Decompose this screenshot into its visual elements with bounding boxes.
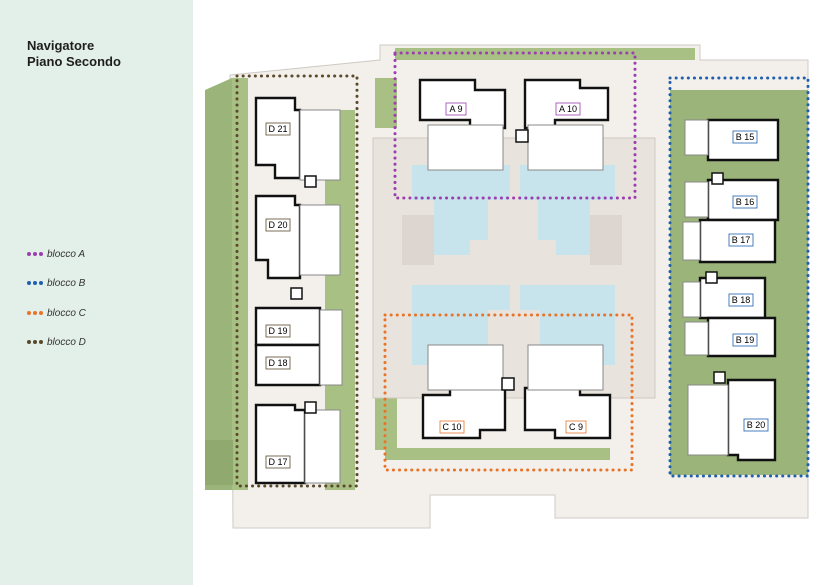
block-d-outline bbox=[235, 74, 359, 488]
green-strip-north bbox=[395, 48, 695, 60]
unit-a10: A 10 bbox=[555, 102, 581, 116]
unit-b17: B 17 bbox=[728, 233, 754, 247]
legend-label: blocco B bbox=[47, 277, 86, 289]
svg-text:B 19: B 19 bbox=[736, 335, 755, 345]
stair-c bbox=[501, 377, 515, 391]
legend-swatch-b bbox=[27, 281, 43, 285]
legend-item-blocco-d[interactable]: blocco D bbox=[27, 335, 86, 349]
pool-ne bbox=[520, 165, 615, 255]
svg-text:D 21: D 21 bbox=[268, 124, 287, 134]
unit-c10: C 10 bbox=[439, 420, 465, 434]
svg-text:A 10: A 10 bbox=[559, 104, 577, 114]
page-title: Navigatore Piano Secondo bbox=[27, 38, 121, 70]
legend-item-blocco-a[interactable]: blocco A bbox=[27, 247, 85, 261]
stair-b-3 bbox=[713, 371, 726, 384]
stair-b-2 bbox=[705, 271, 718, 284]
block-b-terraces bbox=[682, 119, 729, 456]
legend-item-blocco-b[interactable]: blocco B bbox=[27, 276, 85, 290]
stair-b-1 bbox=[711, 172, 724, 185]
green-strip-south bbox=[385, 448, 610, 460]
svg-text:D 19: D 19 bbox=[268, 326, 287, 336]
unit-b18: B 18 bbox=[728, 293, 754, 307]
unit-c9: C 9 bbox=[565, 420, 587, 434]
title-line-2: Piano Secondo bbox=[27, 54, 121, 69]
pool-nw bbox=[412, 165, 510, 255]
legend-swatch-c bbox=[27, 311, 43, 315]
stair-a bbox=[515, 129, 529, 143]
site-plan: A 9 A 10 B 15 B 16 B 17 B 18 B 19 B 20 C… bbox=[205, 44, 810, 529]
green-strip-d bbox=[232, 78, 248, 490]
unit-labels: A 9 A 10 B 15 B 16 B 17 B 18 B 19 B 20 C… bbox=[265, 102, 769, 469]
svg-text:B 15: B 15 bbox=[736, 132, 755, 142]
courtyard-deck-west bbox=[402, 215, 434, 265]
block-c-outline bbox=[383, 313, 634, 472]
unit-d17: D 17 bbox=[265, 455, 291, 469]
legend-swatch-a bbox=[27, 252, 43, 256]
stair-d-3 bbox=[304, 401, 317, 414]
unit-b16: B 16 bbox=[732, 195, 758, 209]
unit-d21: D 21 bbox=[265, 122, 291, 136]
unit-d20: D 20 bbox=[265, 218, 291, 232]
unit-a9: A 9 bbox=[445, 102, 467, 116]
svg-text:B 17: B 17 bbox=[732, 235, 751, 245]
block-b-outline bbox=[668, 76, 810, 478]
green-patch-sw-corner bbox=[205, 440, 233, 485]
block-d-terraces bbox=[299, 109, 343, 484]
block-a-outline bbox=[393, 51, 637, 200]
legend-swatch-d bbox=[27, 340, 43, 344]
block-c-terraces bbox=[427, 344, 604, 391]
unit-d18: D 18 bbox=[265, 356, 291, 370]
svg-text:A 9: A 9 bbox=[449, 104, 462, 114]
svg-text:C 10: C 10 bbox=[442, 422, 461, 432]
green-patch-nw bbox=[375, 78, 397, 128]
stair-d-2 bbox=[290, 287, 303, 300]
courtyard-deck-east bbox=[590, 215, 622, 265]
svg-text:B 16: B 16 bbox=[736, 197, 755, 207]
unit-b20: B 20 bbox=[743, 418, 769, 432]
stair-d-1 bbox=[304, 175, 317, 188]
svg-text:C 9: C 9 bbox=[569, 422, 583, 432]
title-line-1: Navigatore bbox=[27, 38, 95, 53]
legend-label: blocco C bbox=[47, 307, 86, 319]
legend-item-blocco-c[interactable]: blocco C bbox=[27, 306, 86, 320]
legend-label: blocco D bbox=[47, 336, 86, 348]
svg-text:B 18: B 18 bbox=[732, 295, 751, 305]
svg-text:B 20: B 20 bbox=[747, 420, 766, 430]
unit-b19: B 19 bbox=[732, 333, 758, 347]
navigator-sidebar: Navigatore Piano Secondo blocco A blocco… bbox=[0, 0, 193, 585]
green-area-west bbox=[205, 78, 232, 490]
unit-d19: D 19 bbox=[265, 324, 291, 338]
svg-text:D 20: D 20 bbox=[268, 220, 287, 230]
block-a-terraces bbox=[427, 124, 604, 171]
legend-label: blocco A bbox=[47, 248, 85, 260]
unit-b15: B 15 bbox=[732, 130, 758, 144]
svg-text:D 18: D 18 bbox=[268, 358, 287, 368]
svg-text:D 17: D 17 bbox=[268, 457, 287, 467]
